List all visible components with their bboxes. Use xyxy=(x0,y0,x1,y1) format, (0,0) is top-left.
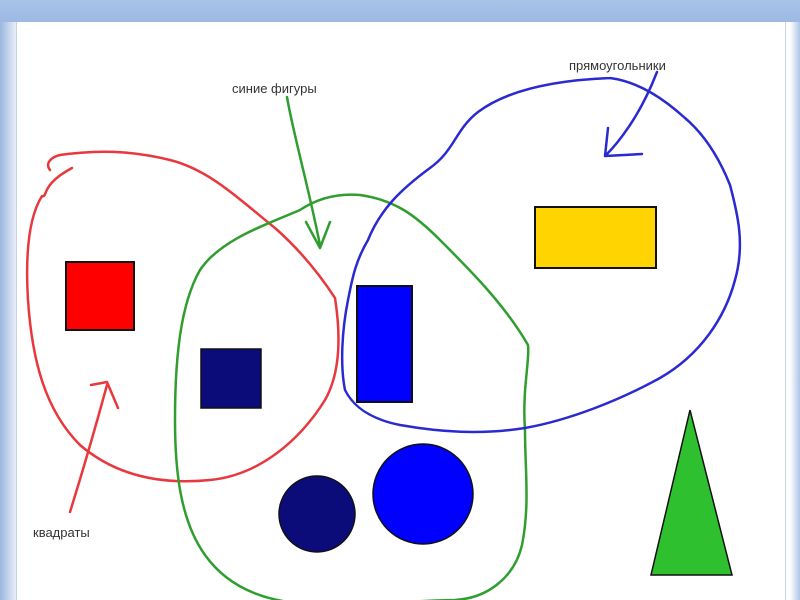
label-rectangles: прямоугольники xyxy=(569,58,666,73)
left-shadow xyxy=(0,22,16,600)
red-set-outline xyxy=(25,150,340,483)
navy-square xyxy=(200,348,262,409)
page-area xyxy=(16,22,786,600)
navy-circle xyxy=(278,475,356,553)
green-triangle xyxy=(650,409,733,576)
right-shadow xyxy=(790,22,800,600)
label-squares: квадраты xyxy=(33,525,90,540)
blue-rectangle xyxy=(356,285,413,403)
red-arrow xyxy=(68,380,120,514)
blue-circle xyxy=(372,443,474,545)
label-blue-shapes: синие фигуры xyxy=(232,81,317,96)
window-top-bar xyxy=(0,0,800,22)
red-square xyxy=(65,261,135,331)
green-arrow xyxy=(285,95,332,250)
blue-set-outline xyxy=(340,76,742,434)
yellow-rectangle xyxy=(534,206,657,269)
blue-arrow xyxy=(603,70,659,158)
